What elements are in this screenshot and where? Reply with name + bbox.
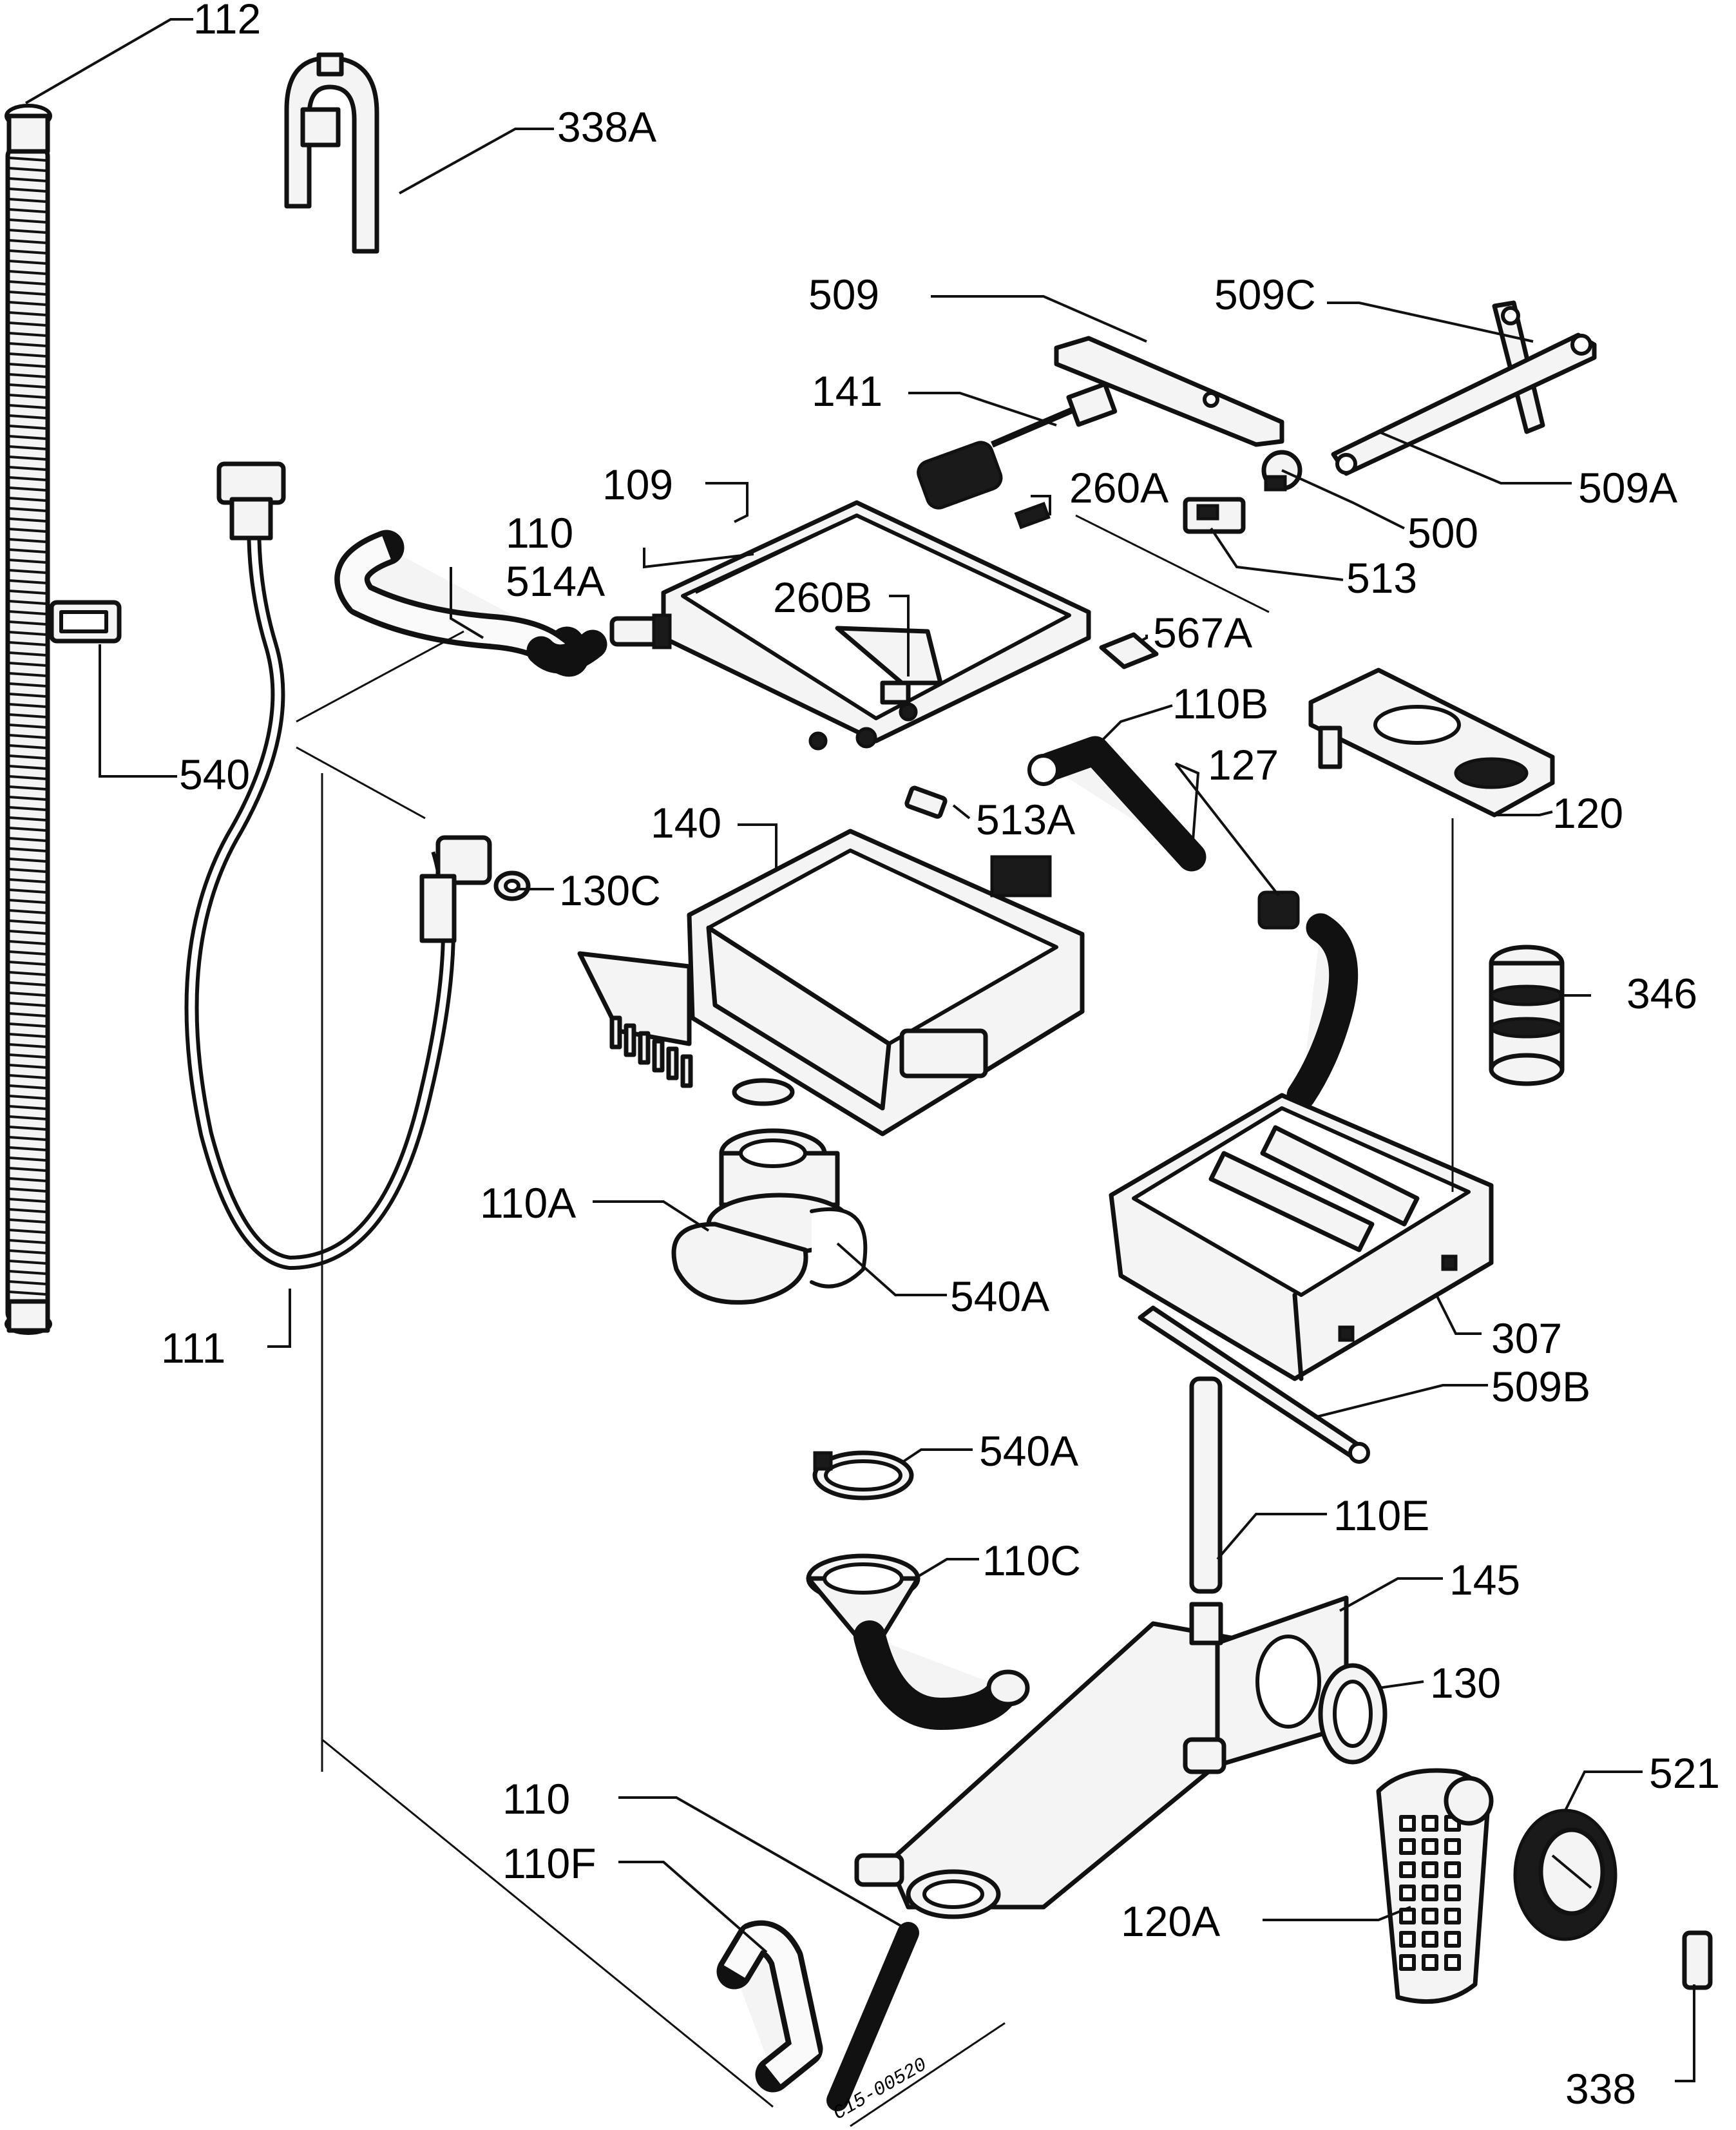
part-141-spring-rod [917, 381, 1118, 510]
part-513-bracket [1183, 497, 1246, 534]
label-110b: 110B [1172, 680, 1268, 727]
part-112-drain-hose [5, 104, 52, 1335]
part-110a-connector [671, 1128, 853, 1305]
label-307: 307 [1491, 1314, 1562, 1362]
part-338-clip [1682, 1930, 1713, 1990]
label-338: 338 [1565, 2065, 1636, 2113]
part-120-dispenser-cover [1308, 667, 1555, 818]
label-120a: 120A [1121, 1897, 1220, 1945]
label-509b: 509B [1491, 1363, 1590, 1410]
label-141: 141 [812, 367, 882, 415]
part-346-bellows [1489, 945, 1565, 1086]
part-540a-clamp-lower [812, 1450, 914, 1501]
part-110f-hose [716, 1920, 823, 2093]
label-130c: 130C [559, 867, 661, 914]
label-120: 120 [1552, 789, 1623, 837]
label-130: 130 [1430, 1659, 1501, 1707]
part-145-sump [854, 1595, 1349, 1919]
label-260a: 260A [1069, 464, 1168, 512]
part-130-seal-ring [1318, 1663, 1388, 1765]
label-540a-1: 540A [950, 1272, 1049, 1320]
label-513a: 513A [976, 796, 1075, 843]
part-111-inlet-hose [184, 461, 492, 1271]
label-110-top: 110 [506, 509, 573, 557]
label-112: 112 [193, 0, 261, 43]
label-509c: 509C [1214, 271, 1316, 318]
label-127: 127 [1208, 741, 1279, 789]
part-110b-bellows-hose [1027, 736, 1207, 872]
label-110a: 110A [480, 1179, 576, 1227]
part-120a-filter [1376, 1768, 1494, 2004]
part-509a-rod [1331, 332, 1597, 476]
part-513a-clip [904, 785, 948, 819]
label-110-bottom: 110 [502, 1775, 570, 1823]
part-140-housing [577, 829, 1085, 1137]
label-540a-2: 540A [979, 1427, 1078, 1475]
part-110e-hose [1189, 1376, 1223, 1594]
label-346: 346 [1626, 970, 1697, 1017]
label-140: 140 [651, 799, 721, 847]
label-260b: 260B [773, 573, 872, 621]
part-307-drawer [1109, 1093, 1494, 1381]
part-110c-funnel-hose [806, 1553, 1030, 1730]
label-145: 145 [1449, 1556, 1520, 1604]
part-130c-washer [493, 870, 531, 901]
part-509-lever [1054, 336, 1284, 447]
label-509a: 509A [1578, 464, 1677, 512]
label-521: 521 [1649, 1749, 1720, 1797]
part-521-filter-knob [1513, 1809, 1617, 1941]
part-127-hose [1257, 890, 1359, 1110]
label-567a: 567A [1153, 609, 1252, 657]
part-540a-clamp-upper [810, 1207, 868, 1289]
label-338a: 338A [557, 103, 656, 151]
label-500: 500 [1407, 509, 1478, 557]
part-514a-connector [609, 613, 672, 649]
label-509: 509 [808, 271, 879, 318]
part-110-lower-hose [826, 1922, 919, 2111]
part-509b-rod [1138, 1305, 1370, 1464]
label-110f: 110F [502, 1839, 596, 1887]
label-514a: 514A [506, 557, 605, 605]
label-110c: 110C [982, 1537, 1081, 1584]
part-260a-spring [1014, 501, 1051, 530]
part-540-hose-clip [49, 600, 122, 644]
label-111: 111 [161, 1324, 225, 1372]
leader-lines [24, 18, 1695, 2082]
label-540: 540 [179, 751, 250, 798]
label-110e: 110E [1333, 1492, 1429, 1539]
part-110-upper-hose [334, 530, 607, 676]
part-109-plate [661, 500, 1091, 751]
label-109: 109 [602, 461, 673, 508]
part-500-knob [1261, 450, 1302, 492]
label-513: 513 [1346, 554, 1417, 602]
part-567a-clip [1099, 632, 1159, 669]
assembly-guide-lines [296, 514, 1454, 2127]
part-338a-hose-hanger [284, 52, 379, 254]
part-labels: 112 338A 509 509C 141 109 260A 509A 110 … [161, 0, 1720, 2125]
